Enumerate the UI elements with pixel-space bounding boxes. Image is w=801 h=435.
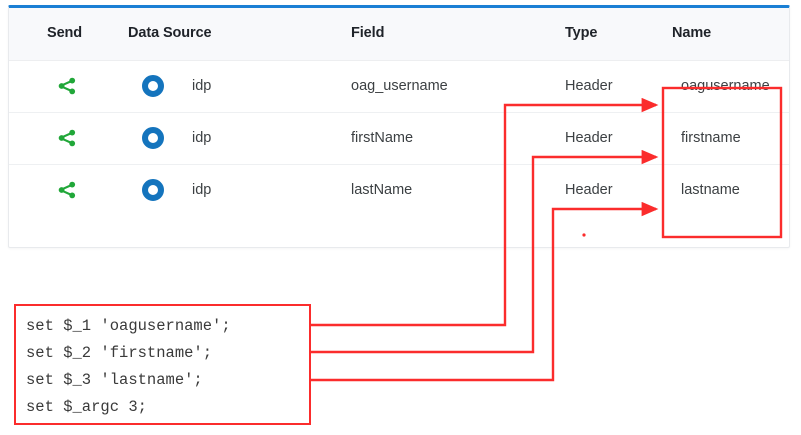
cell-field: lastName: [351, 182, 413, 198]
column-header-field[interactable]: Field: [351, 25, 385, 41]
cell-name: firstname: [681, 130, 741, 146]
table-row[interactable]: idp firstName Header firstname: [9, 112, 789, 165]
ring-icon: [142, 75, 164, 97]
column-header-name[interactable]: Name: [672, 25, 712, 41]
data-mapping-table-card: Send Data Source Field Type Name idp oag…: [8, 5, 790, 248]
column-header-data-source[interactable]: Data Source: [128, 25, 212, 41]
cell-data-source: idp: [192, 78, 212, 94]
share-icon[interactable]: [57, 76, 77, 96]
cell-type: Header: [565, 130, 613, 146]
cell-type: Header: [565, 182, 613, 198]
code-snippet-block: set $_1 'oagusername'; set $_2 'firstnam…: [14, 304, 311, 425]
cell-type: Header: [565, 78, 613, 94]
table-row[interactable]: idp oag_username Header oagusername: [9, 60, 789, 113]
table-row[interactable]: idp lastName Header lastname: [9, 164, 789, 216]
column-header-type[interactable]: Type: [565, 25, 598, 41]
ring-icon: [142, 179, 164, 201]
code-line: set $_3 'lastname';: [26, 371, 203, 389]
cell-name: lastname: [681, 182, 740, 198]
code-line: set $_1 'oagusername';: [26, 317, 231, 335]
code-line: set $_2 'firstname';: [26, 344, 213, 362]
cell-field: firstName: [351, 130, 414, 146]
column-header-send[interactable]: Send: [47, 25, 83, 41]
cell-name: oagusername: [681, 78, 770, 94]
cell-field: oag_username: [351, 78, 448, 94]
cell-data-source: idp: [192, 182, 212, 198]
cell-data-source: idp: [192, 130, 212, 146]
table-header-row: Send Data Source Field Type Name: [9, 8, 789, 61]
share-icon[interactable]: [57, 128, 77, 148]
code-line: set $_argc 3;: [26, 398, 147, 416]
ring-icon: [142, 127, 164, 149]
share-icon[interactable]: [57, 180, 77, 200]
